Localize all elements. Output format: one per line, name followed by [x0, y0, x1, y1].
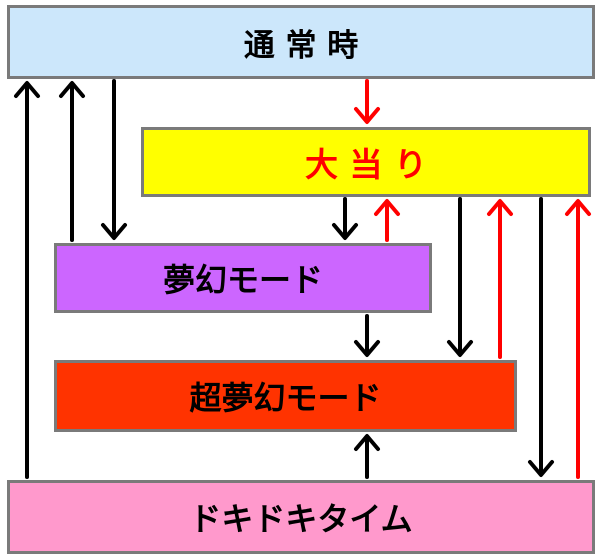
arrow-dream-to-super: [354, 314, 380, 357]
state-dream-mode-label: 夢幻モード: [162, 261, 323, 299]
arrow-dream-to-normal: [59, 81, 85, 242]
arrow-normal-to-dream: [101, 79, 127, 240]
state-super-dream-mode: 超夢幻モード: [54, 360, 517, 432]
arrow-jackpot-to-doki: [528, 197, 554, 477]
state-normal: 通 常 時: [7, 5, 595, 79]
state-normal-label: 通 常 時: [243, 27, 359, 64]
arrow-super-to-jackpot: [487, 199, 513, 359]
state-jackpot-label: 大 当 り: [305, 145, 427, 184]
state-doki-doki-time: ドキドキタイム: [7, 480, 595, 554]
arrow-dream-to-jackpot: [374, 199, 400, 242]
state-doki-doki-time-label: ドキドキタイム: [189, 500, 413, 538]
arrow-doki-to-normal: [14, 81, 40, 479]
arrow-jackpot-to-dream: [332, 197, 358, 240]
state-dream-mode: 夢幻モード: [54, 243, 432, 313]
arrow-normal-to-jackpot: [354, 79, 380, 124]
state-jackpot: 大 当 り: [141, 127, 591, 197]
arrow-doki-to-jackpot: [565, 199, 591, 479]
arrow-jackpot-to-super: [447, 197, 473, 357]
state-super-dream-mode-label: 超夢幻モード: [189, 379, 382, 417]
arrow-doki-to-super: [354, 434, 380, 479]
